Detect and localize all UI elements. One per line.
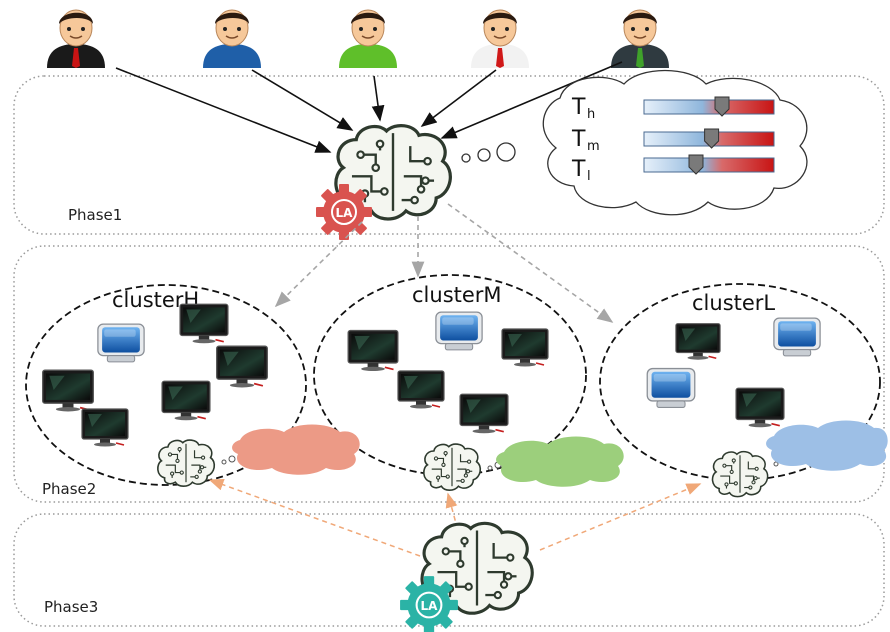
monitor-icon [735,387,785,428]
feedback-arrows [208,478,702,557]
phase1-label: Phase1 [68,206,122,224]
brain-icon-cluster-h [156,439,216,488]
cluster-m-ellipse [313,274,587,476]
cluster-l-label: clusterL [692,291,775,315]
monitor-icon [81,408,129,448]
phase1-container [13,75,885,235]
phase3-label: Phase3 [44,598,98,616]
monitor-icon [179,303,229,344]
phase2-container [13,245,885,503]
threshold-m-knob [704,128,720,149]
users-row [46,9,670,68]
cluster-m-label: clusterM [412,283,502,307]
monitor-icon [97,323,145,363]
monitor-icon [397,370,445,410]
monitor-icon [675,322,721,361]
la-label-top: LA [336,206,354,220]
threshold-h-sub: h [587,107,595,122]
threshold-h-bar [643,99,775,115]
monitor-icon [435,311,483,351]
brain-icon-cluster-m [422,443,482,492]
threshold-m-sub: m [587,139,600,154]
brain-icon-cluster-l [711,450,769,498]
phase2-label: Phase2 [42,480,96,498]
monitor-icon [773,317,821,357]
threshold-l-sub: l [587,169,591,184]
threshold-l-knob [688,154,704,175]
la-label-bottom: LA [421,599,439,613]
cluster-arrows [274,203,614,323]
monitor-icon [161,380,211,422]
cluster-l-devices [646,317,821,428]
threshold-sliders: T h T m T l [571,95,775,184]
threshold-m-letter: T [571,127,586,152]
threshold-h-knob [714,96,730,117]
cluster-h-ellipse [25,284,307,486]
phase3-container [13,513,885,627]
cluster-h-devices [41,303,269,448]
monitor-icon [41,369,95,412]
threshold-l-bar [643,157,775,173]
cloud-l [766,420,888,471]
threshold-h-letter: T [571,95,586,120]
threshold-l-letter: T [571,157,586,182]
monitor-icon [347,329,399,372]
monitor-icon [459,393,509,434]
user-icon-2 [202,9,262,68]
cloud-m [496,436,624,487]
user-icon-3 [338,9,398,68]
monitor-icon [215,345,269,388]
cloud-h [232,424,360,475]
monitor-icon [501,328,549,368]
monitor-icon [646,367,696,409]
user-arrows [115,61,623,153]
cluster-m-devices [347,311,549,434]
